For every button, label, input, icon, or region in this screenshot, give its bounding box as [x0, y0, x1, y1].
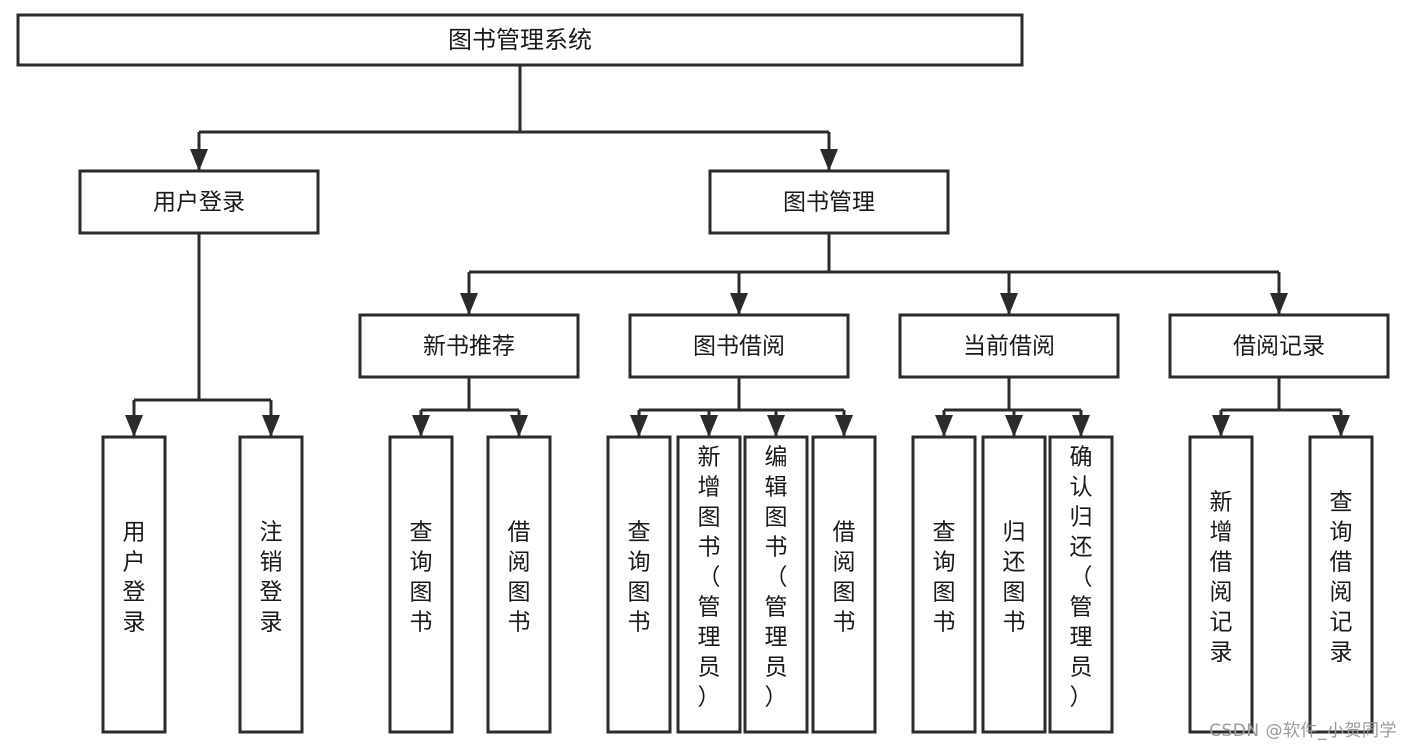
node-box-outline: [911, 435, 977, 734]
node-level3-当前借阅[interactable]: 当前借阅: [898, 313, 1120, 379]
node-label: 借阅记录: [1233, 334, 1325, 360]
node-label: 查询借阅记录: [1330, 490, 1353, 666]
node-level2-图书管理[interactable]: 图书管理: [708, 169, 950, 235]
node-box-outline: [486, 435, 552, 734]
node-box-outline: [981, 435, 1047, 734]
node-box-outline: [238, 435, 304, 734]
arrow-head-icon: [1000, 293, 1018, 315]
node-label: 借阅图书: [833, 520, 856, 636]
arrow-head-icon: [835, 415, 853, 437]
arrow-head-icon: [935, 415, 953, 437]
node-box-outline: [16, 13, 1024, 67]
node-leaf-查询图书[interactable]: 查询图书: [911, 435, 977, 734]
node-root-图书管理系统[interactable]: 图书管理系统: [16, 13, 1024, 67]
node-label: 归还图书: [1003, 520, 1026, 636]
connector-layer: [125, 65, 1350, 437]
arrow-head-icon: [700, 415, 718, 437]
node-box-outline: [743, 435, 809, 734]
arrow-head-icon: [630, 415, 648, 437]
node-label: 注销登录: [260, 520, 283, 636]
arrow-head-icon: [1270, 293, 1288, 315]
arrow-head-icon: [767, 415, 785, 437]
node-box-outline: [358, 313, 580, 379]
node-label: 查询图书: [933, 520, 956, 636]
arrow-head-icon: [1332, 415, 1350, 437]
node-leaf-注销登录[interactable]: 注销登录: [238, 435, 304, 734]
node-leaf-用户登录[interactable]: 用户登录: [101, 435, 167, 734]
node-label: 新增图书（管理员）: [698, 445, 721, 711]
node-leaf-编辑图书管理员[interactable]: 编辑图书（管理员）: [743, 435, 809, 734]
node-box-outline: [606, 435, 672, 734]
node-label: 图书借阅: [693, 334, 785, 360]
node-box-outline: [708, 169, 950, 235]
node-label: 新增借阅记录: [1210, 490, 1233, 666]
arrow-head-icon: [1005, 415, 1023, 437]
node-label: 用户登录: [153, 190, 245, 216]
node-label: 编辑图书（管理员）: [765, 445, 788, 711]
node-leaf-查询借阅记录[interactable]: 查询借阅记录: [1308, 435, 1374, 734]
node-label: 用户登录: [123, 520, 146, 636]
node-label: 查询图书: [410, 520, 433, 636]
node-box-outline: [78, 169, 320, 235]
node-box-outline: [1048, 435, 1114, 734]
arrow-head-icon: [262, 415, 280, 437]
node-level3-借阅记录[interactable]: 借阅记录: [1168, 313, 1390, 379]
node-box-outline: [388, 435, 454, 734]
arrow-head-icon: [460, 293, 478, 315]
node-layer: 图书管理系统用户登录图书管理新书推荐图书借阅当前借阅借阅记录用户登录注销登录查询…: [16, 13, 1390, 734]
node-leaf-查询图书[interactable]: 查询图书: [388, 435, 454, 734]
node-box-outline: [676, 435, 742, 734]
node-box-outline: [898, 313, 1120, 379]
node-label: 借阅图书: [508, 520, 531, 636]
node-box-outline: [811, 435, 877, 734]
node-leaf-查询图书[interactable]: 查询图书: [606, 435, 672, 734]
node-leaf-确认归还管理员[interactable]: 确认归还（管理员）: [1048, 435, 1114, 734]
node-box-outline: [1188, 435, 1254, 734]
node-box-outline: [101, 435, 167, 734]
node-leaf-新增借阅记录[interactable]: 新增借阅记录: [1188, 435, 1254, 734]
arrow-head-icon: [1072, 415, 1090, 437]
node-box-outline: [628, 313, 850, 379]
node-level3-新书推荐[interactable]: 新书推荐: [358, 313, 580, 379]
node-leaf-归还图书[interactable]: 归还图书: [981, 435, 1047, 734]
arrow-head-icon: [190, 149, 208, 171]
node-level3-图书借阅[interactable]: 图书借阅: [628, 313, 850, 379]
node-level2-用户登录[interactable]: 用户登录: [78, 169, 320, 235]
arrow-head-icon: [510, 415, 528, 437]
node-label: 查询图书: [628, 520, 651, 636]
node-label: 图书管理: [783, 190, 875, 216]
arrow-head-icon: [730, 293, 748, 315]
arrow-head-icon: [1212, 415, 1230, 437]
node-leaf-借阅图书[interactable]: 借阅图书: [486, 435, 552, 734]
node-leaf-新增图书管理员[interactable]: 新增图书（管理员）: [676, 435, 742, 734]
node-box-outline: [1308, 435, 1374, 734]
node-box-outline: [1168, 313, 1390, 379]
node-label: 新书推荐: [423, 334, 515, 360]
node-label: 图书管理系统: [448, 26, 592, 54]
node-label: 当前借阅: [963, 334, 1055, 360]
arrow-head-icon: [412, 415, 430, 437]
node-leaf-借阅图书[interactable]: 借阅图书: [811, 435, 877, 734]
arrow-head-icon: [820, 149, 838, 171]
arrow-head-icon: [125, 415, 143, 437]
node-label: 确认归还（管理员）: [1070, 445, 1093, 711]
